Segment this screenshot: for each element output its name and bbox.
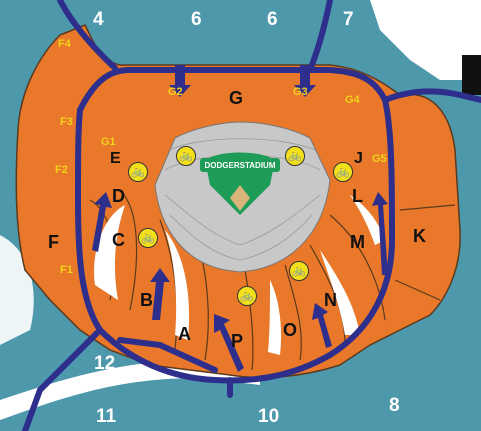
bike-parking-icon[interactable]: 🚲 <box>333 162 353 182</box>
bike-parking-icon[interactable]: 🚲 <box>128 162 148 182</box>
arrow-b <box>150 268 170 320</box>
white-corner <box>370 0 481 80</box>
lot-p[interactable]: P <box>231 331 244 351</box>
lot-g[interactable]: G <box>229 88 244 108</box>
arrow-l <box>372 192 388 275</box>
gate-f3[interactable]: F3 <box>60 116 73 128</box>
lot-k[interactable]: K <box>413 226 426 246</box>
area-7[interactable]: 7 <box>343 9 354 30</box>
gate-arrows <box>169 65 316 97</box>
lot-o[interactable]: O <box>283 320 298 340</box>
lot-a[interactable]: A <box>178 324 191 344</box>
bike-parking-icon[interactable]: 🚲 <box>285 146 305 166</box>
lot-b[interactable]: B <box>140 290 153 310</box>
area-11[interactable]: 11 <box>96 406 117 427</box>
lot-l[interactable]: L <box>352 186 363 206</box>
area-12[interactable]: 12 <box>94 353 116 374</box>
area-10[interactable]: 10 <box>258 406 280 427</box>
gate-g3[interactable]: G3 <box>293 86 308 98</box>
arrow-g3 <box>294 65 316 97</box>
area-6-right[interactable]: 6 <box>267 9 278 30</box>
area-6-left[interactable]: 6 <box>191 9 202 30</box>
gate-g1[interactable]: G1 <box>101 136 116 148</box>
lot-gaps <box>94 195 385 355</box>
bike-parking-icon[interactable]: 🚲 <box>176 146 196 166</box>
gate-g4[interactable]: G4 <box>345 94 360 106</box>
bike-parking-icon[interactable]: 🚲 <box>138 228 158 248</box>
lot-n[interactable]: N <box>324 290 337 310</box>
stadium-logo-text: DODGERSTADIUM <box>205 161 276 170</box>
gate-f2[interactable]: F2 <box>55 164 68 176</box>
area-8[interactable]: 8 <box>389 395 400 416</box>
bike-parking-icon[interactable]: 🚲 <box>289 261 309 281</box>
lot-arrows <box>92 192 388 372</box>
lot-m[interactable]: M <box>350 232 365 252</box>
infield <box>230 185 250 211</box>
lot-j[interactable]: J <box>354 150 363 167</box>
gate-g2[interactable]: G2 <box>168 86 183 98</box>
lot-f[interactable]: F <box>48 232 59 252</box>
gate-f1[interactable]: F1 <box>60 264 73 276</box>
lot-d[interactable]: D <box>112 186 125 206</box>
arrow-g2 <box>169 65 191 97</box>
gate-f4[interactable]: F4 <box>58 38 71 50</box>
lot-e[interactable]: E <box>110 150 121 167</box>
ring-road <box>74 67 396 384</box>
connector-roads <box>22 0 481 431</box>
gate-g5[interactable]: G5 <box>372 153 387 165</box>
stadium-logo-badge <box>200 158 280 172</box>
arrow-d <box>92 192 112 252</box>
arrow-p <box>214 314 244 372</box>
edge-letter-fragment <box>462 55 481 95</box>
arrow-n <box>312 303 332 348</box>
bike-parking-icon[interactable]: 🚲 <box>237 286 257 306</box>
lot-c[interactable]: C <box>112 230 125 250</box>
area-4[interactable]: 4 <box>93 9 104 30</box>
